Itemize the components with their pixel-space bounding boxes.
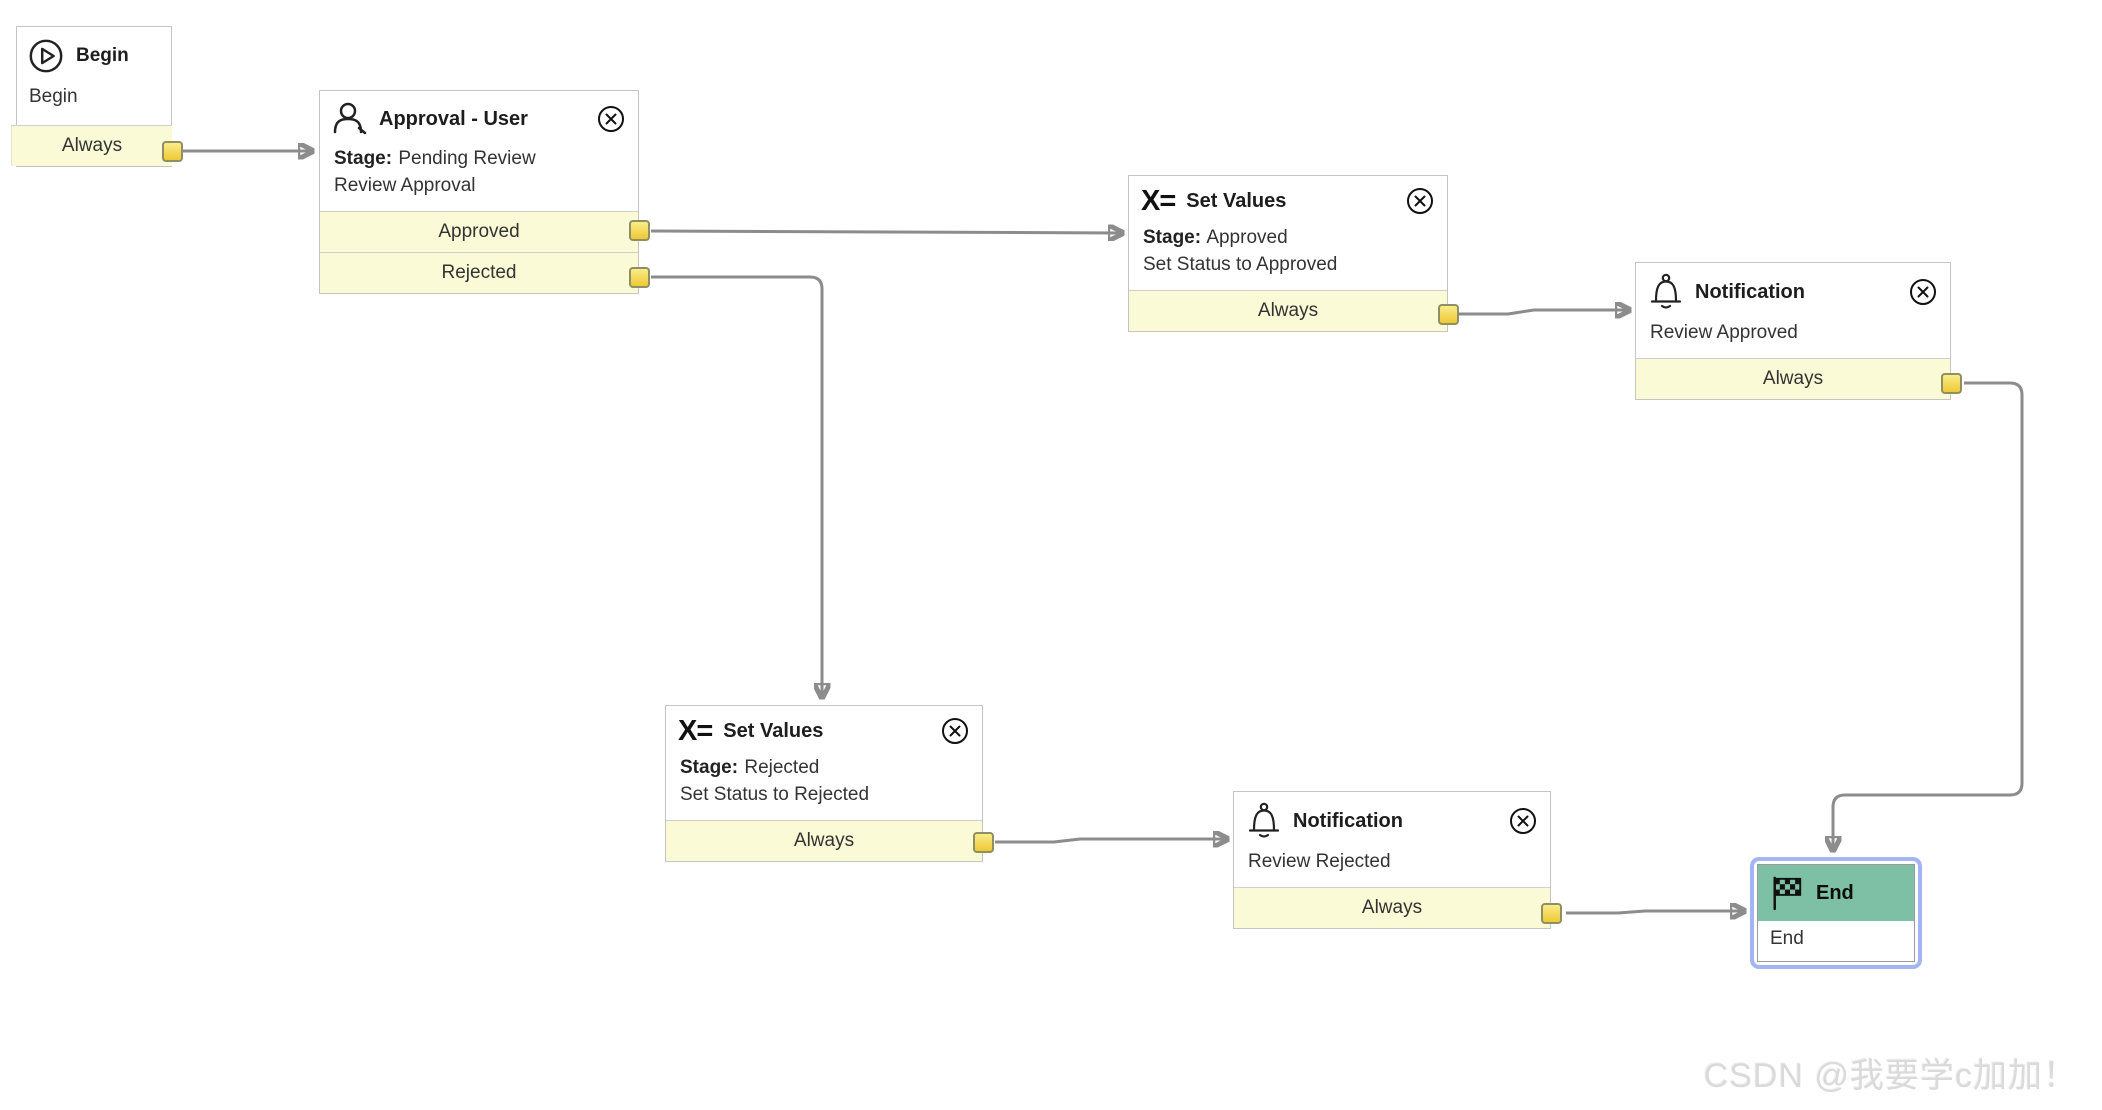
node-approval-user[interactable]: Approval - User Stage: Pending Review Re… — [319, 90, 639, 294]
node-setvalues-header: X= Set Values — [1129, 176, 1447, 220]
stage-line: Stage: Approved — [1143, 227, 1288, 248]
connection-rejected-to-setvalues[interactable] — [651, 275, 822, 696]
node-title: End — [1816, 881, 1854, 904]
node-end: End End — [1757, 864, 1915, 962]
node-end-description: End — [1758, 921, 1914, 961]
output-row-always[interactable]: Always — [666, 820, 982, 861]
port-approval-approved[interactable] — [629, 220, 650, 241]
node-title: Begin — [76, 45, 129, 66]
connection-approved-to-setvalues[interactable] — [650, 231, 1121, 233]
node-setvalues-header: X= Set Values — [666, 706, 982, 750]
output-row-rejected[interactable]: Rejected — [320, 252, 638, 293]
node-set-values-rejected[interactable]: X= Set Values Stage: Rejected Set Status… — [665, 705, 983, 862]
stage-line: Stage: Pending Review — [334, 148, 536, 169]
port-setvalues-approved-always[interactable] — [1438, 304, 1459, 325]
x-equals-icon: X= — [1141, 185, 1176, 217]
node-setvalues-description: Stage: Approved Set Status to Approved — [1129, 220, 1447, 290]
close-icon[interactable] — [1405, 186, 1435, 216]
close-icon[interactable] — [1908, 277, 1938, 307]
port-notification-approved-always[interactable] — [1941, 373, 1962, 394]
node-begin-description: Begin — [29, 86, 78, 107]
node-set-values-approved[interactable]: X= Set Values Stage: Approved Set Status… — [1128, 175, 1448, 332]
port-setvalues-rejected-always[interactable] — [973, 832, 994, 853]
port-notification-rejected-always[interactable] — [1541, 903, 1562, 924]
node-notification-header: Notification — [1636, 263, 1950, 315]
play-circle-icon — [27, 37, 65, 75]
connection-notification-approved-to-end[interactable] — [1833, 381, 2024, 849]
node-title: Set Values — [1186, 189, 1287, 212]
bell-icon — [1648, 273, 1684, 311]
description-line: Set Status to Approved — [1143, 254, 1338, 275]
description-line: Set Status to Rejected — [680, 784, 870, 805]
node-title: Approval - User — [379, 107, 528, 130]
output-row-always[interactable]: Always — [1129, 290, 1447, 331]
node-end-selected[interactable]: End End — [1750, 857, 1922, 969]
user-icon — [332, 101, 368, 137]
close-icon[interactable] — [596, 104, 626, 134]
close-icon[interactable] — [940, 716, 970, 746]
connection-setvalues-to-notification-rejected[interactable] — [995, 839, 1226, 842]
node-approval-description: Stage: Pending Review Review Approval — [320, 141, 638, 211]
node-approval-header: Approval - User — [320, 91, 638, 141]
node-title: Notification — [1293, 809, 1403, 832]
node-notification-header: Notification — [1234, 792, 1550, 844]
node-notification-description: Review Approved — [1650, 322, 1798, 343]
node-notification-approved[interactable]: Notification Review Approved Always — [1635, 262, 1951, 400]
connection-setvalues-to-notification-approved[interactable] — [1459, 310, 1628, 314]
output-row-approved[interactable]: Approved — [320, 211, 638, 252]
output-row-always[interactable]: Always — [1636, 358, 1950, 399]
node-notification-description: Review Rejected — [1248, 851, 1391, 872]
x-equals-icon: X= — [678, 715, 713, 747]
output-row-always[interactable]: Always — [1234, 887, 1550, 928]
node-end-header: End — [1758, 865, 1914, 921]
node-begin-header: Begin — [17, 27, 171, 77]
description-line: Review Approval — [334, 175, 476, 196]
stage-line: Stage: Rejected — [680, 757, 820, 778]
node-begin[interactable]: Begin Begin Always — [11, 26, 172, 167]
node-title: Notification — [1695, 280, 1805, 303]
output-row-begin-always[interactable]: Always — [11, 125, 172, 166]
node-notification-rejected[interactable]: Notification Review Rejected Always — [1233, 791, 1551, 929]
port-begin-always[interactable] — [162, 141, 183, 162]
close-icon[interactable] — [1508, 806, 1538, 836]
connection-notification-rejected-to-end[interactable] — [1566, 911, 1743, 913]
node-setvalues-description: Stage: Rejected Set Status to Rejected — [666, 750, 982, 820]
port-approval-rejected[interactable] — [629, 267, 650, 288]
bell-icon — [1246, 802, 1282, 840]
checkered-flag-icon — [1770, 874, 1804, 912]
node-title: Set Values — [723, 719, 824, 742]
csdn-watermark: CSDN @我要学c加加！ — [1703, 1057, 2078, 1095]
